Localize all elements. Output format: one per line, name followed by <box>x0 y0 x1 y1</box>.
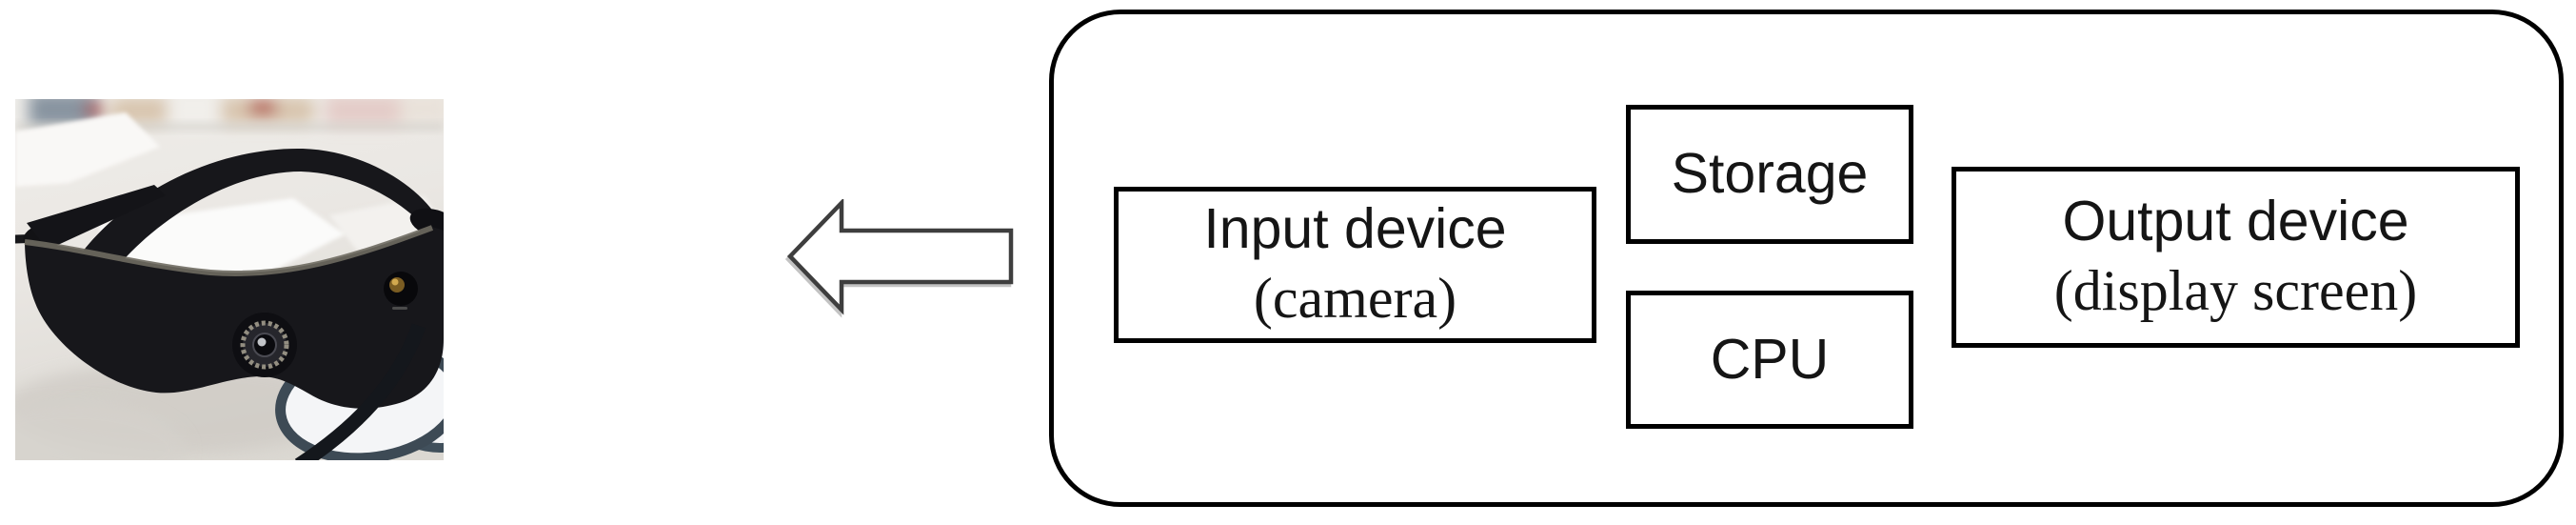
lens-divider <box>294 323 426 460</box>
input-device-box: Input device (camera) <box>1114 187 1596 343</box>
output-device-sublabel: (display screen) <box>2053 259 2418 323</box>
input-device-label: Input device <box>1203 197 1507 261</box>
output-device-label: Output device <box>2062 190 2409 253</box>
frame-top-sheen <box>24 225 434 277</box>
smart-glasses-photo <box>15 99 444 460</box>
side-camera <box>232 313 297 377</box>
cpu-label: CPU <box>1710 327 1830 391</box>
cpu-box: CPU <box>1626 291 1913 429</box>
folded-temple <box>27 185 166 250</box>
storage-box: Storage <box>1626 105 1913 244</box>
input-device-sublabel: (camera) <box>1253 267 1457 331</box>
storage-label: Storage <box>1671 142 1869 206</box>
left-arrow-shape <box>786 197 1014 315</box>
smart-glasses-illustration <box>15 99 444 460</box>
front-frame <box>25 227 444 409</box>
left-arrow <box>786 197 1015 315</box>
output-device-box: Output device (display screen) <box>1952 167 2520 348</box>
glasses-body <box>15 148 444 460</box>
blurred-background <box>29 99 444 128</box>
center-camera <box>384 272 418 310</box>
headband-arch <box>74 148 440 299</box>
